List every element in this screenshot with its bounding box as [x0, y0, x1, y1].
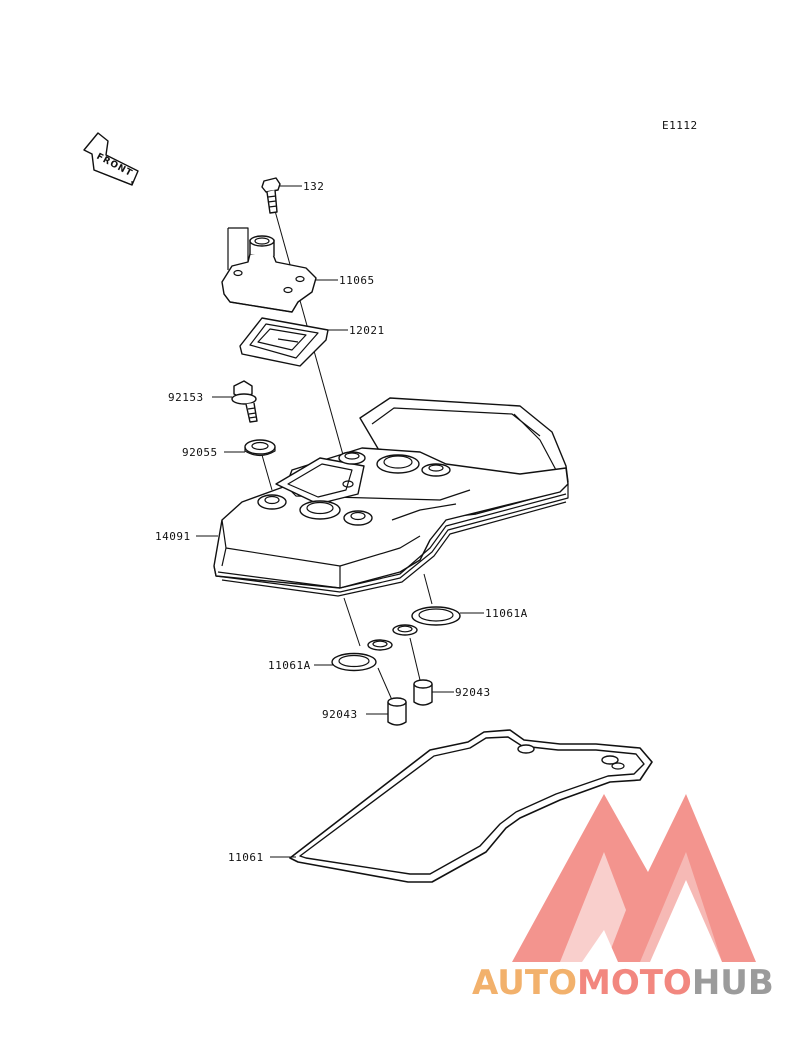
dowel-pin-92043-right-icon	[413, 679, 433, 706]
part-label-92055: 92055	[182, 446, 218, 459]
part-label-11065: 11065	[339, 274, 375, 287]
part-label-11061: 11061	[228, 851, 264, 864]
watermark-word-moto: MOTO	[577, 963, 692, 1003]
head-cover-gasket-11061-icon	[289, 729, 653, 883]
bolt-92153-icon	[231, 380, 258, 423]
part-label-92043-right: 92043	[455, 686, 491, 699]
part-label-92043-left: 92043	[322, 708, 358, 721]
watermark-word-auto: AUTO	[472, 963, 577, 1003]
part-label-11061a-right: 11061A	[485, 607, 528, 620]
part-label-14091: 14091	[155, 530, 191, 543]
diagram-code: E1112	[662, 119, 698, 132]
washer-92055-icon	[244, 439, 276, 457]
watermark-word-hub: HUB	[692, 963, 774, 1003]
part-label-11061a-left: 11061A	[268, 659, 311, 672]
dowel-pin-92043-left-icon	[387, 697, 407, 726]
part-label-12021: 12021	[349, 324, 385, 337]
automotohub-watermark-logo	[512, 794, 756, 962]
oring-11061a-left-icon	[331, 639, 393, 672]
part-label-132: 132	[303, 180, 324, 193]
bolt-132-icon	[261, 177, 281, 214]
gasket-12021-icon	[239, 317, 329, 367]
cylinder-head-cover-14091-icon	[213, 397, 569, 597]
oring-11061a-right-icon	[392, 606, 461, 636]
breather-cap-11065-icon	[221, 227, 317, 313]
part-label-92153: 92153	[168, 391, 204, 404]
front-arrow-icon: FRONT	[83, 132, 139, 186]
watermark-text: AUTOMOTOHUB	[472, 963, 774, 1003]
